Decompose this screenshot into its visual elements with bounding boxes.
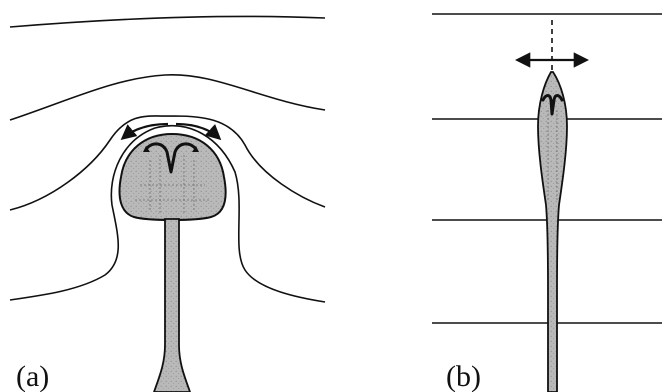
narrow-plume xyxy=(538,72,567,392)
plume-head xyxy=(120,134,226,220)
contour-line-2 xyxy=(10,75,325,120)
panel-b: (b) xyxy=(432,14,662,392)
plume-stem xyxy=(154,219,190,392)
panel-label-a: (a) xyxy=(16,360,49,392)
panel-label-b: (b) xyxy=(446,360,481,392)
panel-a: (a) xyxy=(10,16,325,392)
contour-line-1 xyxy=(10,16,325,27)
